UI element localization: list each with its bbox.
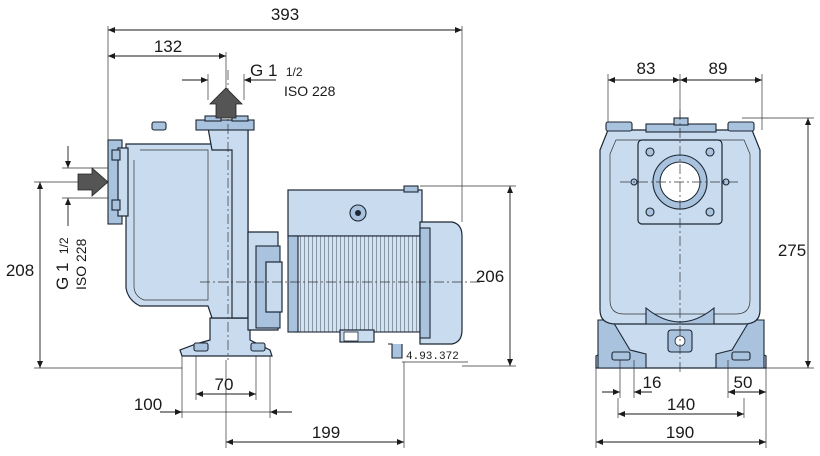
- dim-foot-hole-spacing: 140: [667, 395, 695, 414]
- inlet-standard-label: ISO 228: [73, 238, 89, 290]
- outlet-connection-label: G 1 1/2: [250, 61, 303, 80]
- dim-outlet-left: 83: [637, 59, 656, 78]
- dim-edge-offset: 50: [734, 373, 753, 392]
- dim-foot-offset: 100: [134, 395, 162, 414]
- dim-suction-to-outlet: 132: [154, 37, 182, 56]
- dim-height-to-inlet: 208: [6, 261, 34, 280]
- outlet-standard-label: ISO 228: [284, 83, 336, 99]
- front-view: 83 89 275 16 50 140 190: [595, 59, 814, 448]
- dim-foot-width: 70: [215, 375, 234, 394]
- dim-outlet-right: 89: [709, 59, 728, 78]
- outlet-arrow-icon: [209, 87, 243, 119]
- dim-base-width: 190: [666, 423, 694, 442]
- dim-motor-height: 206: [476, 267, 504, 286]
- dim-front-height: 275: [778, 241, 806, 260]
- dim-bolt-offset: 16: [643, 373, 662, 392]
- inlet-arrow-icon: [77, 167, 109, 197]
- inlet-connection-label: G 1 1/2: [53, 237, 72, 290]
- motor-code: 4.93.372: [406, 351, 459, 363]
- dim-overall-length: 393: [271, 5, 299, 24]
- dim-foot-to-motor-end: 199: [312, 423, 340, 442]
- side-view: 393 132 G 1 1/2 ISO 228 G 1 1/2 ISO 228 …: [6, 5, 516, 448]
